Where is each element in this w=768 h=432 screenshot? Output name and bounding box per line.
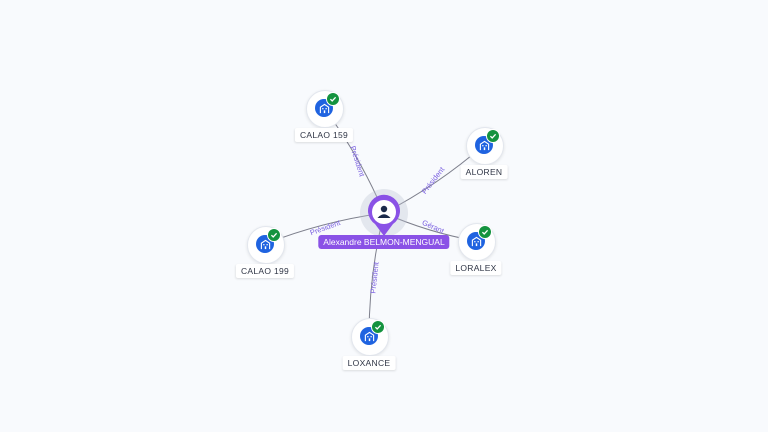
edge-role-label: Président: [368, 261, 380, 294]
verified-check-icon: [326, 92, 340, 106]
edge-role-label: Président: [420, 164, 447, 195]
verified-check-icon: [478, 225, 492, 239]
edge-role-label: Président: [348, 145, 367, 179]
verified-check-icon: [267, 228, 281, 242]
company-name-label: ALOREN: [460, 165, 508, 179]
person-name-label: Alexandre BELMON-MENGUAL: [318, 235, 450, 249]
person-icon: [368, 194, 400, 236]
company-name-label: CALAO 199: [235, 264, 295, 278]
verified-check-icon: [486, 129, 500, 143]
company-name-label: LORALEX: [450, 261, 502, 275]
verified-check-icon: [371, 320, 385, 334]
company-name-label: LOXANCE: [342, 356, 396, 370]
edge-role-label: Gérant: [421, 218, 446, 236]
company-name-label: CALAO 159: [294, 128, 354, 142]
